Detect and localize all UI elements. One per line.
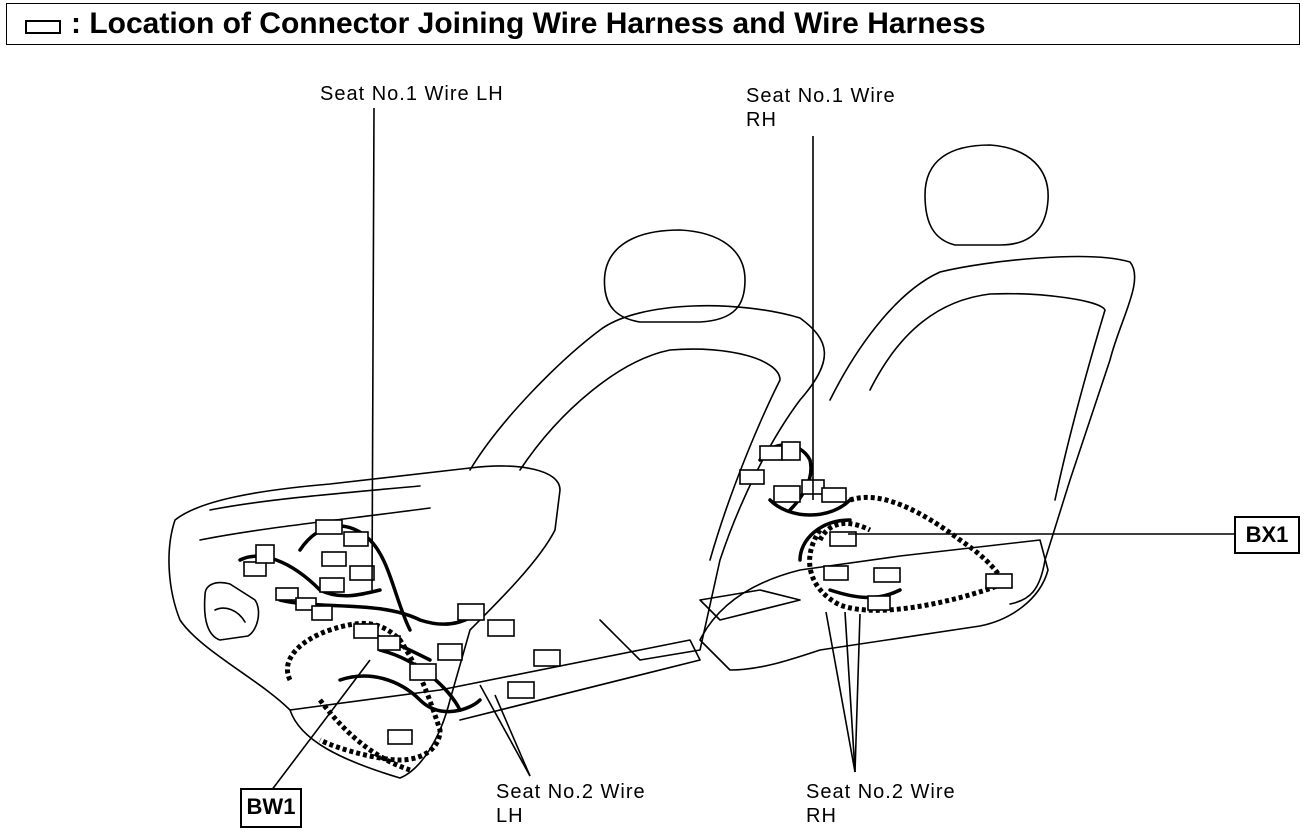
label-seat-no1-wire-lh: Seat No.1 Wire LH: [320, 83, 504, 105]
lh-headrest: [603, 229, 746, 323]
label-seat-no1-wire-rh-line1: Seat No.1 Wire: [746, 85, 896, 107]
label-seat-no1-wire-rh-line2: RH: [746, 109, 777, 131]
connector-code-bx1: BX1: [1234, 516, 1300, 554]
lh-cushion-side-panel: [289, 639, 701, 721]
label-seat-no2-wire-lh-line2: LH: [496, 805, 524, 827]
leader-lines: [267, 107, 1234, 796]
lh-cushion-seam: [209, 485, 421, 511]
rh-seat-frame: [699, 589, 801, 621]
lh-seat-cushion-outline: [168, 465, 561, 779]
label-seat-no2-wire-rh-line1: Seat No.2 Wire: [806, 781, 956, 803]
lh-cushion-seam-2: [199, 507, 431, 541]
lh-side-handle: [203, 581, 260, 641]
lh-seat-back-inner: [519, 348, 781, 561]
connector-rectangle-icon: [25, 20, 61, 34]
rh-seat-back-outline: [829, 255, 1136, 605]
page-title: : Location of Connector Joining Wire Har…: [71, 7, 986, 40]
title-bar: : Location of Connector Joining Wire Har…: [6, 3, 1300, 45]
rh-headrest: [924, 144, 1049, 246]
rh-seat-back-inner: [869, 292, 1106, 501]
connector-code-bw1: BW1: [240, 788, 302, 828]
connector-blocks: [243, 441, 1013, 745]
label-seat-no2-wire-rh-line2: RH: [806, 805, 837, 827]
label-seat-no2-wire-lh-line1: Seat No.2 Wire: [496, 781, 646, 803]
